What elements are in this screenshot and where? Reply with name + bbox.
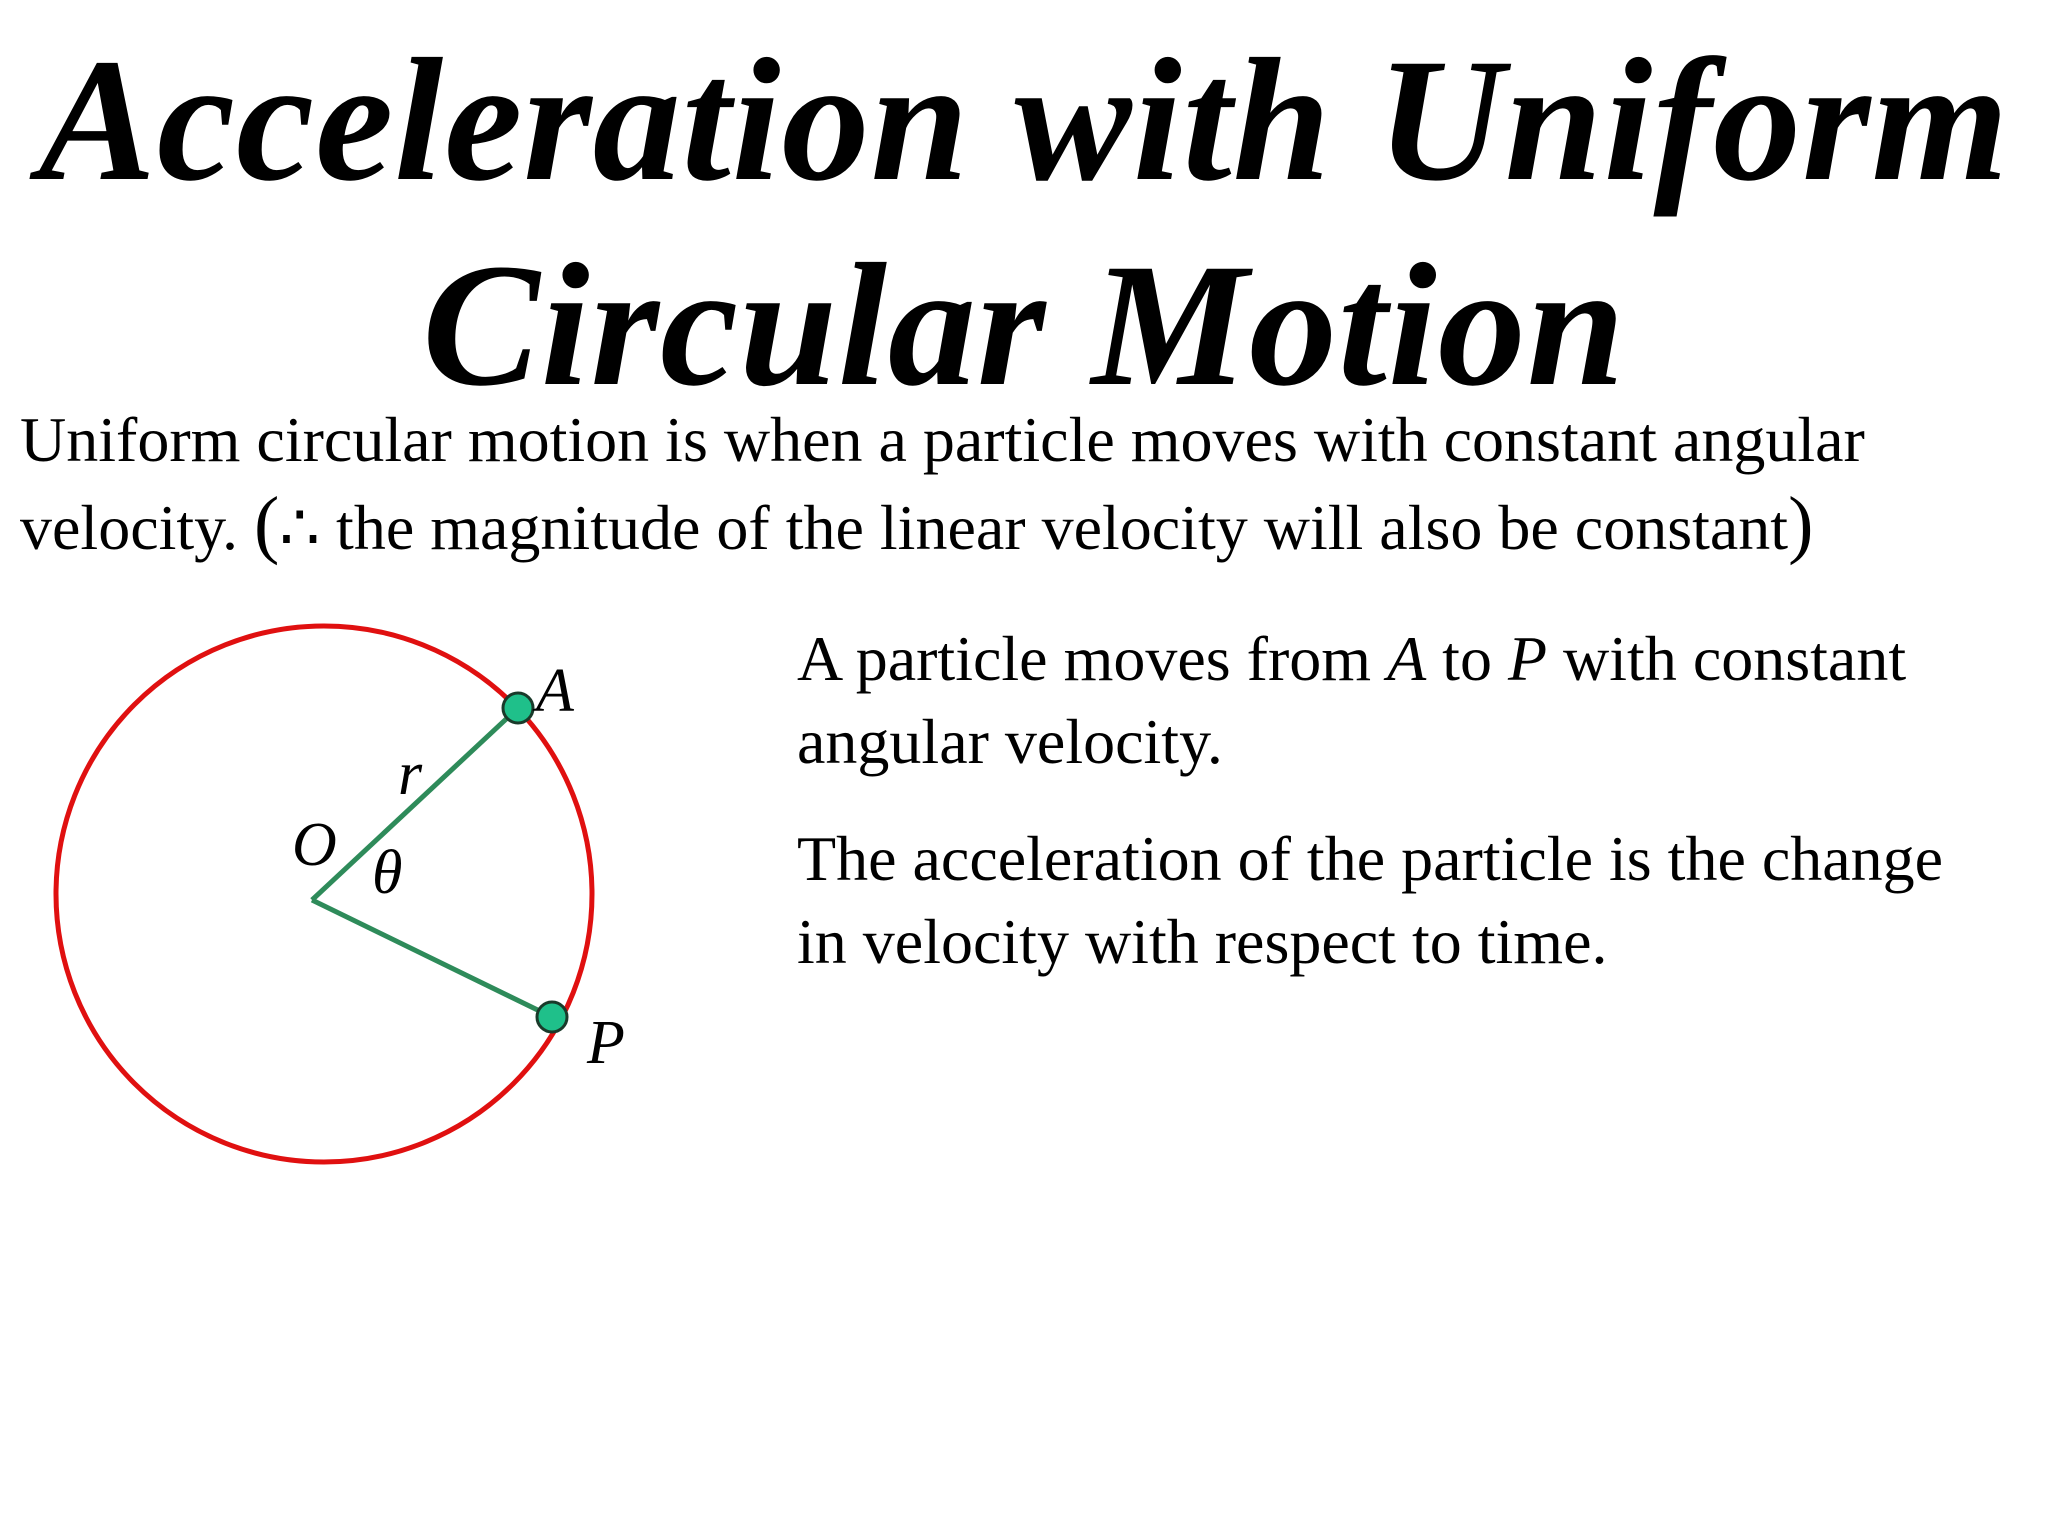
intro-line-1: Uniform circular motion is when a partic…: [20, 404, 1865, 475]
label-point-p: P: [586, 1009, 625, 1077]
title-line-2: Circular Motion: [422, 228, 1626, 423]
p1-text-b: to: [1426, 623, 1508, 694]
description-p2-line-1: The acceleration of the particle is the …: [797, 823, 1944, 894]
label-angle-theta: θ: [372, 839, 402, 907]
label-point-a: A: [532, 657, 575, 725]
intro-line-2-prefix: velocity.: [20, 492, 238, 563]
label-center-o: O: [292, 811, 337, 879]
title-line-1: Acceleration with Uniform: [38, 23, 2010, 218]
radius-line-oa: [310, 706, 520, 902]
description-p1-line-2: angular velocity.: [797, 706, 1223, 777]
p1-var-p: P: [1507, 623, 1548, 694]
description-p1-line-1: A particle moves from A to P with consta…: [797, 617, 2037, 700]
motion-circle: [53, 623, 595, 1165]
description-paragraph-1: A particle moves from A to P with consta…: [797, 617, 2037, 783]
intro-paren-close: ): [1788, 482, 1814, 566]
p1-text-a: A particle moves from: [797, 623, 1388, 694]
circular-motion-diagram: A P O r θ: [53, 623, 625, 1165]
intro-line-2-body: ∴ the magnitude of the linear velocity w…: [279, 492, 1789, 563]
slide-title: Acceleration with Uniform Circular Motio…: [0, 18, 2048, 428]
radius-line-op: [310, 897, 554, 1020]
p1-text-c: with constant: [1547, 623, 1907, 694]
description-paragraph-2: The acceleration of the particle is the …: [797, 817, 2037, 983]
intro-text: Uniform circular motion is when a partic…: [20, 397, 2030, 570]
point-a-marker: [501, 691, 535, 725]
point-p-marker: [535, 1000, 569, 1034]
intro-paren-open: (: [254, 482, 280, 566]
label-radius-r: r: [398, 740, 423, 808]
intro-line-2: velocity. (∴ the magnitude of the linear…: [20, 482, 2030, 570]
description: A particle moves from A to P with consta…: [797, 617, 2037, 1017]
p1-var-a: A: [1387, 623, 1427, 694]
description-p2-line-2: in velocity with respect to time.: [797, 906, 1608, 977]
